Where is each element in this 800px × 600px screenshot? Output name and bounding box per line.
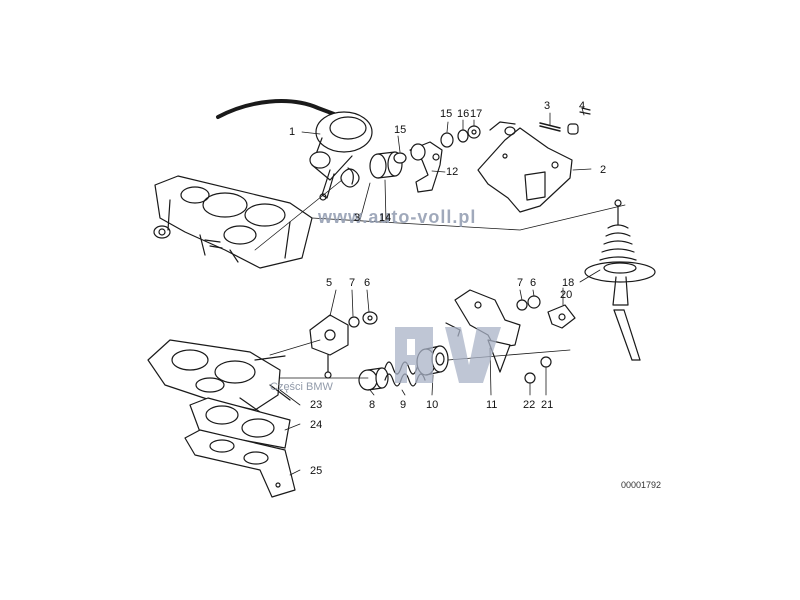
upper-throttle-body xyxy=(153,175,313,269)
part-label-4: 4 xyxy=(579,100,586,112)
screw-part-3 xyxy=(539,122,561,132)
part-label-15-b: 15 xyxy=(394,124,407,136)
part-label-2: 2 xyxy=(600,164,607,176)
nut-part-6-right xyxy=(527,295,541,309)
bush-part-15-upper xyxy=(440,132,454,148)
part-label-25: 25 xyxy=(310,465,323,477)
part-label-10: 10 xyxy=(426,399,439,411)
part-label-17: 17 xyxy=(470,108,483,120)
part-label-21: 21 xyxy=(541,399,554,411)
bush-part-15 xyxy=(393,152,407,164)
nut-part-22 xyxy=(524,372,536,384)
lever-part-12 xyxy=(409,141,443,193)
part-label-6: 6 xyxy=(364,277,371,289)
cable-boot-part-18 xyxy=(584,199,656,361)
diagram-reference-code: 00001792 xyxy=(621,480,662,490)
nut-part-6 xyxy=(362,311,378,325)
vacuum-unit-part-1 xyxy=(309,111,373,201)
part-label-7: 7 xyxy=(349,277,356,289)
part-label-8: 8 xyxy=(369,399,376,411)
lever-part-5 xyxy=(309,314,349,379)
part-label-14: 14 xyxy=(379,212,392,224)
nut-part-4 xyxy=(567,107,591,135)
part-label-6-b: 6 xyxy=(530,277,537,289)
part-label-18: 18 xyxy=(562,277,575,289)
vacuum-hose xyxy=(216,99,336,119)
bush-part-8 xyxy=(358,367,389,391)
part-label-12: 12 xyxy=(446,166,459,178)
site-watermark: www.auto-voll.pl xyxy=(318,207,477,227)
part-label-9: 9 xyxy=(400,399,407,411)
washer-part-7-right xyxy=(516,299,528,311)
part-label-16: 16 xyxy=(457,108,470,120)
part-label-11: 11 xyxy=(486,399,498,411)
av-logo-watermark xyxy=(395,327,501,383)
part-label-7-b: 7 xyxy=(517,277,524,289)
part-label-23: 23 xyxy=(310,399,323,411)
part-label-20: 20 xyxy=(560,289,573,301)
clip-part-20 xyxy=(547,304,576,329)
return-spring-part-3 xyxy=(340,167,360,188)
part-label-24: 24 xyxy=(310,419,323,431)
assembly-lines xyxy=(254,107,626,476)
parts-watermark: Części BMW xyxy=(270,381,333,393)
lower-throttle-body xyxy=(147,339,291,413)
part-label-22: 22 xyxy=(523,399,536,411)
base-plate-part-25 xyxy=(184,429,296,498)
bracket-part-2 xyxy=(477,121,573,213)
washer-part-16 xyxy=(457,129,469,143)
part-label-3: 3 xyxy=(354,212,361,224)
part-label-3-b: 3 xyxy=(544,100,551,112)
gasket-part-24 xyxy=(189,397,291,449)
washer-part-21 xyxy=(540,356,552,368)
part-label-1: 1 xyxy=(289,126,296,138)
part-label-5: 5 xyxy=(326,277,333,289)
washer-part-7 xyxy=(348,316,360,328)
part-label-15: 15 xyxy=(440,108,453,120)
washer-part-17 xyxy=(467,125,481,139)
